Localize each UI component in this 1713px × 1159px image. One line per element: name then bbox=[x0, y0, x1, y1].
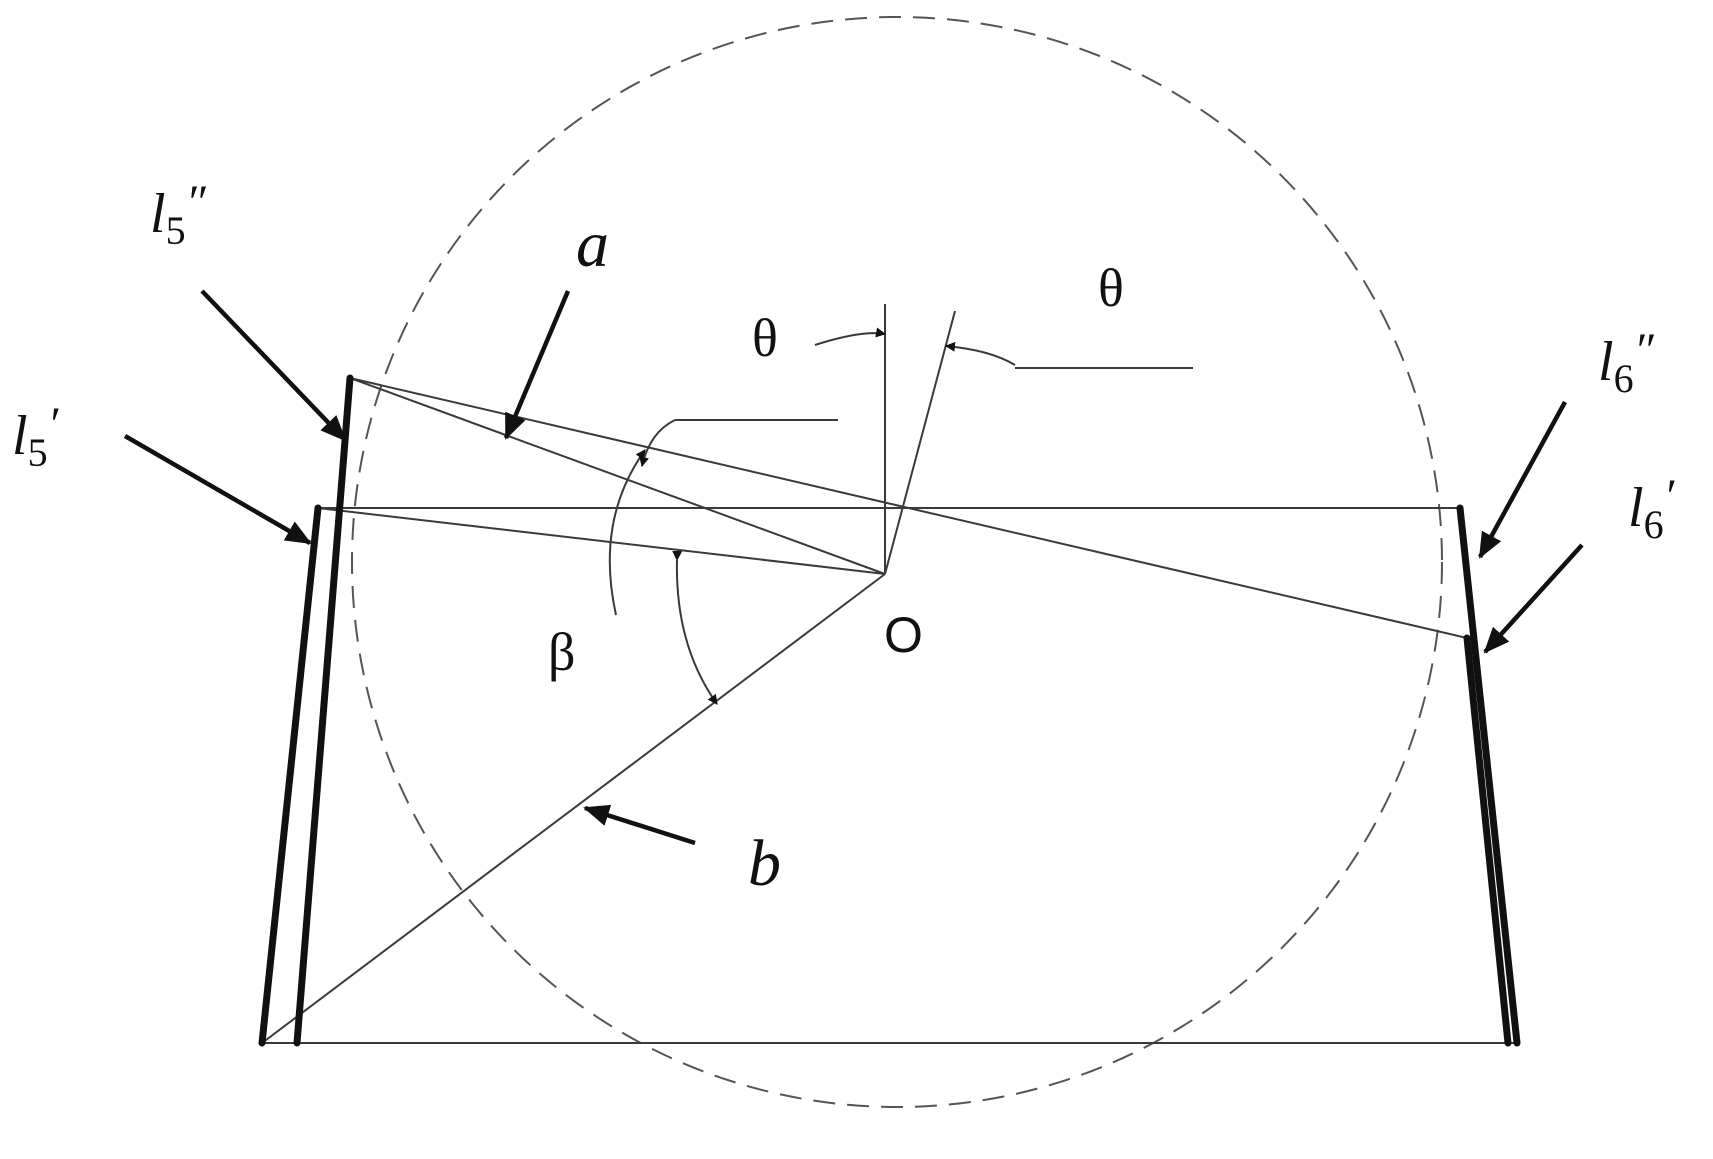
side-l6-double-prime bbox=[1463, 634, 1512, 1047]
line-a bbox=[349, 377, 1468, 639]
side-l6-prime bbox=[1456, 504, 1521, 1047]
arrow-l5-prime bbox=[123, 434, 312, 545]
label-l5-double-prime: l5″ bbox=[150, 176, 207, 253]
arrow-l5-double-prime bbox=[200, 289, 347, 442]
tilted-reference bbox=[884, 310, 956, 575]
beta-arc-top bbox=[639, 419, 676, 467]
dashed-circle bbox=[351, 16, 1443, 1108]
arrow-l6-double-prime bbox=[1478, 400, 1567, 559]
theta-arc bbox=[814, 327, 886, 346]
label-b: b bbox=[748, 827, 781, 900]
label-a: a bbox=[576, 208, 609, 281]
line-to-o-upper bbox=[349, 377, 886, 575]
arrow-a bbox=[503, 290, 571, 440]
label-origin: O bbox=[884, 607, 923, 663]
line-b bbox=[261, 573, 886, 1044]
label-theta-left: θ bbox=[752, 308, 778, 368]
line-to-o-lower bbox=[317, 507, 886, 575]
label-l5-prime: l5′ bbox=[12, 398, 60, 475]
label-l6-double-prime: l6″ bbox=[1598, 324, 1655, 401]
beta-arc bbox=[608, 449, 646, 616]
arrow-b bbox=[583, 804, 696, 846]
side-l5-double-prime bbox=[293, 374, 354, 1047]
label-beta: β bbox=[548, 622, 575, 682]
label-l6-prime: l6′ bbox=[1628, 470, 1676, 547]
lower-angle-arc bbox=[672, 550, 718, 705]
label-theta-right: θ bbox=[1098, 258, 1124, 318]
theta-arc-right bbox=[945, 341, 1016, 366]
arrow-l6-prime bbox=[1483, 543, 1584, 654]
side-l5-prime bbox=[258, 504, 322, 1047]
